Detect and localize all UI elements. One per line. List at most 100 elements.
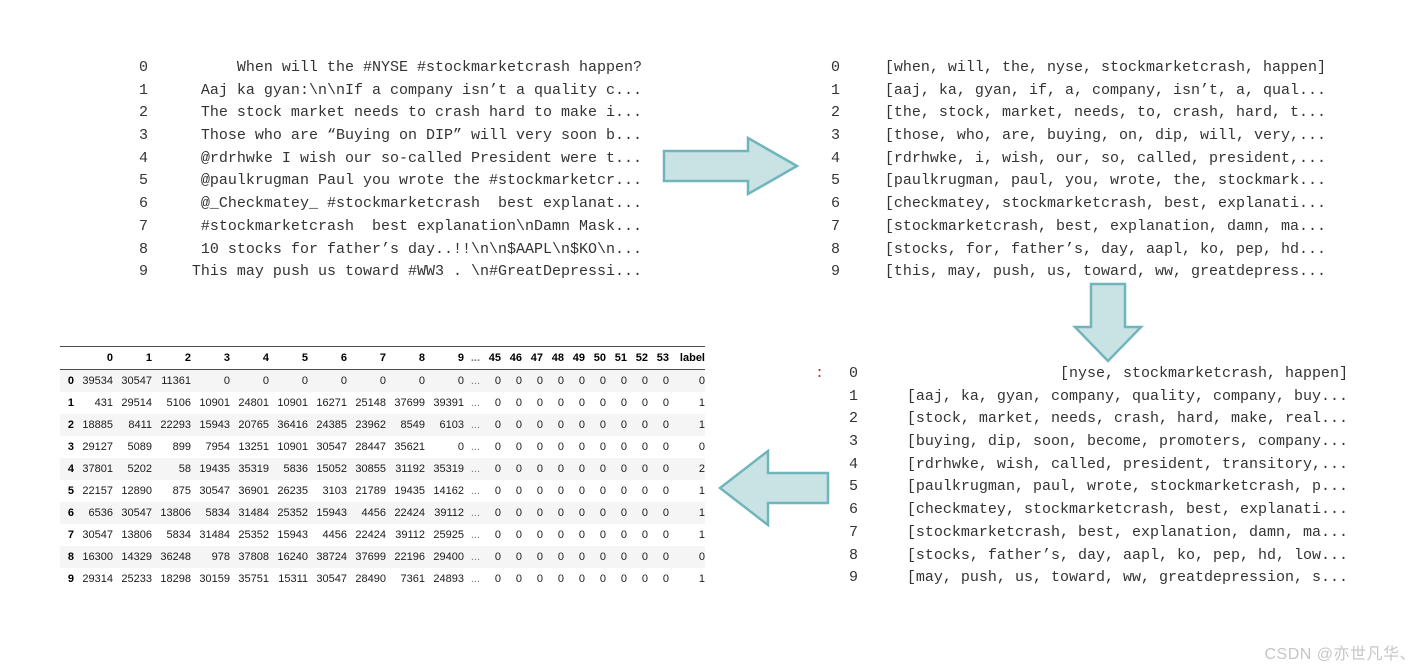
row-value: [stock, market, needs, crash, hard, make…: [906, 410, 1348, 428]
row-index: 3: [848, 433, 858, 451]
table-cell: 0: [557, 419, 564, 431]
row-value: [aaj, ka, gyan, company, quality, compan…: [906, 387, 1348, 405]
table-cell: 23962: [355, 419, 386, 431]
table-cell: 22293: [160, 419, 191, 431]
row-index: 1: [830, 81, 840, 99]
table-cell: 0: [494, 397, 501, 409]
table-cell: ...: [470, 419, 480, 431]
row-index: 2: [138, 104, 148, 122]
row-index: 5: [848, 478, 858, 496]
column-header: 5: [269, 346, 308, 370]
table-cell: 0: [557, 551, 564, 563]
table-cell: 10901: [277, 441, 308, 453]
series-row: 1[aaj, ka, gyan, if, a, company, isn’t, …: [822, 80, 1326, 103]
row-index: 8: [848, 546, 858, 564]
row-index: 0: [67, 375, 74, 387]
table-cell: 24385: [316, 419, 347, 431]
table-cell: 25148: [355, 397, 386, 409]
table-cell: 13806: [160, 507, 191, 519]
table-cell: 1: [698, 573, 705, 585]
table-cell: 0: [536, 397, 543, 409]
table-cell: 0: [599, 419, 606, 431]
row-index: 6: [67, 507, 74, 519]
series-row: 6 @_Checkmatey_ #stockmarketcrash best ex…: [130, 193, 642, 216]
table-cell: 14329: [121, 551, 152, 563]
series-row: 7[stockmarketcrash, best, explanation, d…: [810, 522, 1348, 545]
table-cell: 16300: [82, 551, 113, 563]
table-cell: 15943: [316, 507, 347, 519]
table-cell: 0: [662, 485, 669, 497]
table-cell: 0: [641, 419, 648, 431]
row-index: 1: [67, 397, 74, 409]
table-cell: 0: [620, 485, 627, 497]
row-index: 7: [848, 523, 858, 541]
table-cell: 0: [515, 529, 522, 541]
column-header: 6: [308, 346, 347, 370]
series-row: 7#stockmarketcrash best explanation\nDam…: [130, 216, 642, 239]
row-index: 3: [67, 441, 74, 453]
table-cell: 0: [662, 507, 669, 519]
series-row: 8[stocks, for, father’s, day, aapl, ko, …: [822, 239, 1326, 262]
row-value: @_Checkmatey_ #stockmarketcrash best exp…: [200, 195, 642, 213]
series-row: 9[may, push, us, toward, ww, greatdepres…: [810, 567, 1348, 590]
table-cell: 16271: [316, 397, 347, 409]
row-value: @rdrhwke I wish our so-called President …: [200, 149, 642, 167]
table-cell: 21789: [355, 485, 386, 497]
table-cell: 0: [494, 375, 501, 387]
table-cell: 0: [557, 507, 564, 519]
table-cell: 0: [457, 441, 464, 453]
row-index: 7: [830, 217, 840, 235]
series-row: 3[buying, dip, soon, become, promoters, …: [810, 431, 1348, 454]
column-header: ...: [464, 346, 480, 370]
table-cell: 19435: [199, 463, 230, 475]
table-cell: 35319: [433, 463, 464, 475]
row-value: 10 stocks for father’s day..!!\n\n$AAPL\…: [200, 240, 642, 258]
column-header: 9: [425, 346, 464, 370]
output-prompt-colon: :: [814, 365, 824, 382]
series-row: 4[rdrhwke, wish, called, president, tran…: [810, 454, 1348, 477]
table-cell: 25925: [433, 529, 464, 541]
table-cell: 37801: [82, 463, 113, 475]
column-header: 46: [501, 346, 522, 370]
column-header: 3: [191, 346, 230, 370]
column-header: 53: [648, 346, 669, 370]
table-cell: 0: [536, 573, 543, 585]
table-cell: 0: [515, 551, 522, 563]
table-cell: 0: [578, 375, 585, 387]
row-index: 5: [67, 485, 74, 497]
table-cell: 0: [457, 375, 464, 387]
arrow-left-icon: [718, 449, 830, 527]
table-cell: 39391: [433, 397, 464, 409]
row-value: [rdrhwke, i, wish, our, so, called, pres…: [884, 149, 1326, 167]
table-cell: 0: [599, 375, 606, 387]
table-cell: 0: [620, 419, 627, 431]
table-cell: 0: [578, 397, 585, 409]
row-value: This may push us toward #WW3 . \n#GreatD…: [191, 263, 642, 281]
row-index: 6: [138, 195, 148, 213]
table-cell: 19435: [394, 485, 425, 497]
table-cell: 8411: [128, 419, 152, 431]
row-index: 4: [138, 149, 148, 167]
table-cell: ...: [470, 375, 480, 387]
table-cell: 15052: [316, 463, 347, 475]
table-cell: 0: [494, 441, 501, 453]
row-value: [may, push, us, toward, ww, greatdepress…: [906, 569, 1348, 587]
column-header: 48: [543, 346, 564, 370]
table-cell: 0: [698, 551, 705, 563]
table-cell: 0: [662, 397, 669, 409]
row-value: Those who are “Buying on DIP” will very …: [200, 127, 642, 145]
table-cell: 0: [599, 507, 606, 519]
table-cell: 0: [494, 529, 501, 541]
column-header: label: [669, 346, 705, 370]
table-cell: 36248: [160, 551, 191, 563]
table-cell: 37699: [394, 397, 425, 409]
table-cell: 20765: [238, 419, 269, 431]
row-value: [nyse, stockmarketcrash, happen]: [1059, 365, 1348, 382]
table-cell: 0: [494, 419, 501, 431]
